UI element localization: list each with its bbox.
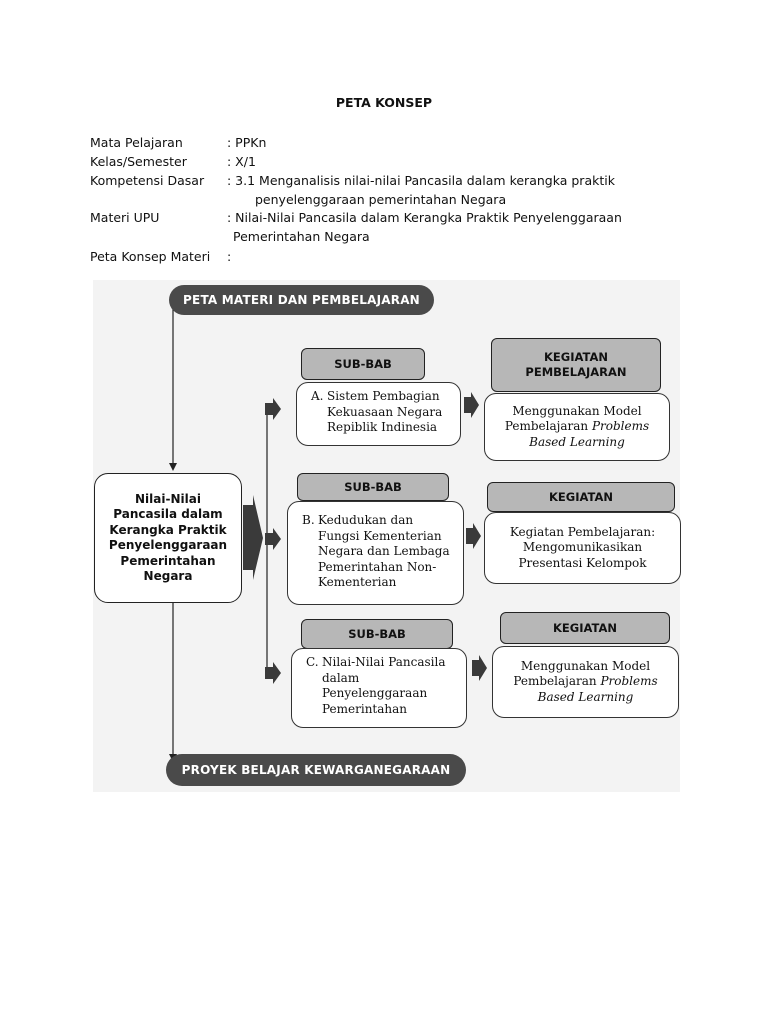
block-arrow-icon (265, 398, 281, 420)
info-label: Mata Pelajaran (90, 135, 183, 150)
page-title: PETA KONSEP (335, 95, 433, 110)
info-value-continued: Pemerintahan Negara (233, 229, 370, 244)
sub-bab-header: SUB-BAB (297, 473, 449, 501)
connector-lines (169, 300, 487, 762)
sub-bab-header: SUB-BAB (301, 619, 453, 649)
block-arrow-icon (243, 495, 263, 580)
kegiatan-box-a: Menggunakan Model Pembelajaran Problems … (484, 393, 670, 461)
sub-bab-box-b: B. Kedudukan dan Fungsi Kementerian Nega… (287, 501, 464, 605)
sub-bab-box-c: C. Nilai-Nilai Pancasila dalam Penyeleng… (291, 648, 467, 728)
concept-map-diagram: PETA MATERI DAN PEMBELAJARAN PROYEK BELA… (93, 280, 681, 792)
sub-bab-text: Sistem Pembagian Kekuasaan Negara Repibl… (327, 389, 443, 434)
info-label: Kelas/Semester (90, 154, 187, 169)
info-label: Kompetensi Dasar (90, 173, 205, 188)
info-value: : 3.1 Menganalisis nilai-nilai Pancasila… (227, 173, 615, 188)
kegiatan-text-italic: Problems (600, 674, 658, 689)
arrowhead-icon (169, 463, 177, 471)
kegiatan-box-b: Kegiatan Pembelajaran: Mengomunikasikan … (484, 512, 681, 584)
kegiatan-box-c: Menggunakan Model Pembelajaran Problems … (492, 646, 679, 718)
block-arrow-icon (464, 392, 479, 418)
kegiatan-header: KEGIATAN PEMBELAJARAN (491, 338, 661, 392)
info-label: Materi UPU (90, 210, 160, 225)
info-label: Peta Konsep Materi (90, 249, 211, 264)
sub-bab-letter: B. (302, 513, 315, 527)
info-value: : (227, 249, 232, 264)
info-value: : PPKn (227, 135, 267, 150)
sub-bab-box-a: A. Sistem Pembagian Kekuasaan Negara Rep… (296, 382, 461, 446)
sub-bab-text: Nilai-Nilai Pancasila dalam Penyelenggar… (322, 655, 446, 716)
block-arrow-icon (265, 528, 281, 550)
kegiatan-text: Menggunakan Model Pembelajaran (504, 403, 642, 434)
info-value-continued: penyelenggaraan pemerintahan Negara (255, 192, 507, 207)
info-value: : X/1 (227, 154, 256, 169)
bottom-pill: PROYEK BELAJAR KEWARGANEGARAAN (166, 754, 466, 786)
kegiatan-text-italic: Based Learning (537, 689, 634, 704)
kegiatan-header: KEGIATAN (487, 482, 675, 512)
main-topic-box: Nilai-Nilai Pancasila dalam Kerangka Pra… (94, 473, 242, 603)
info-value: : Nilai-Nilai Pancasila dalam Kerangka P… (227, 210, 622, 225)
kegiatan-header: KEGIATAN (500, 612, 670, 644)
top-pill: PETA MATERI DAN PEMBELAJARAN (169, 285, 434, 315)
sub-bab-letter: A. (311, 389, 324, 403)
kegiatan-text-italic: Problems (591, 419, 650, 434)
kegiatan-text-italic: Based Learning (529, 434, 625, 449)
block-arrow-icon (466, 523, 481, 549)
sub-bab-header: SUB-BAB (301, 348, 425, 380)
block-arrow-icon (265, 662, 281, 684)
sub-bab-text: Kedudukan dan Fungsi Kementerian Negara … (318, 513, 450, 589)
sub-bab-letter: C. (306, 655, 319, 669)
block-arrow-icon (472, 655, 487, 681)
kegiatan-text: Menggunakan Model Pembelajaran (513, 658, 651, 689)
